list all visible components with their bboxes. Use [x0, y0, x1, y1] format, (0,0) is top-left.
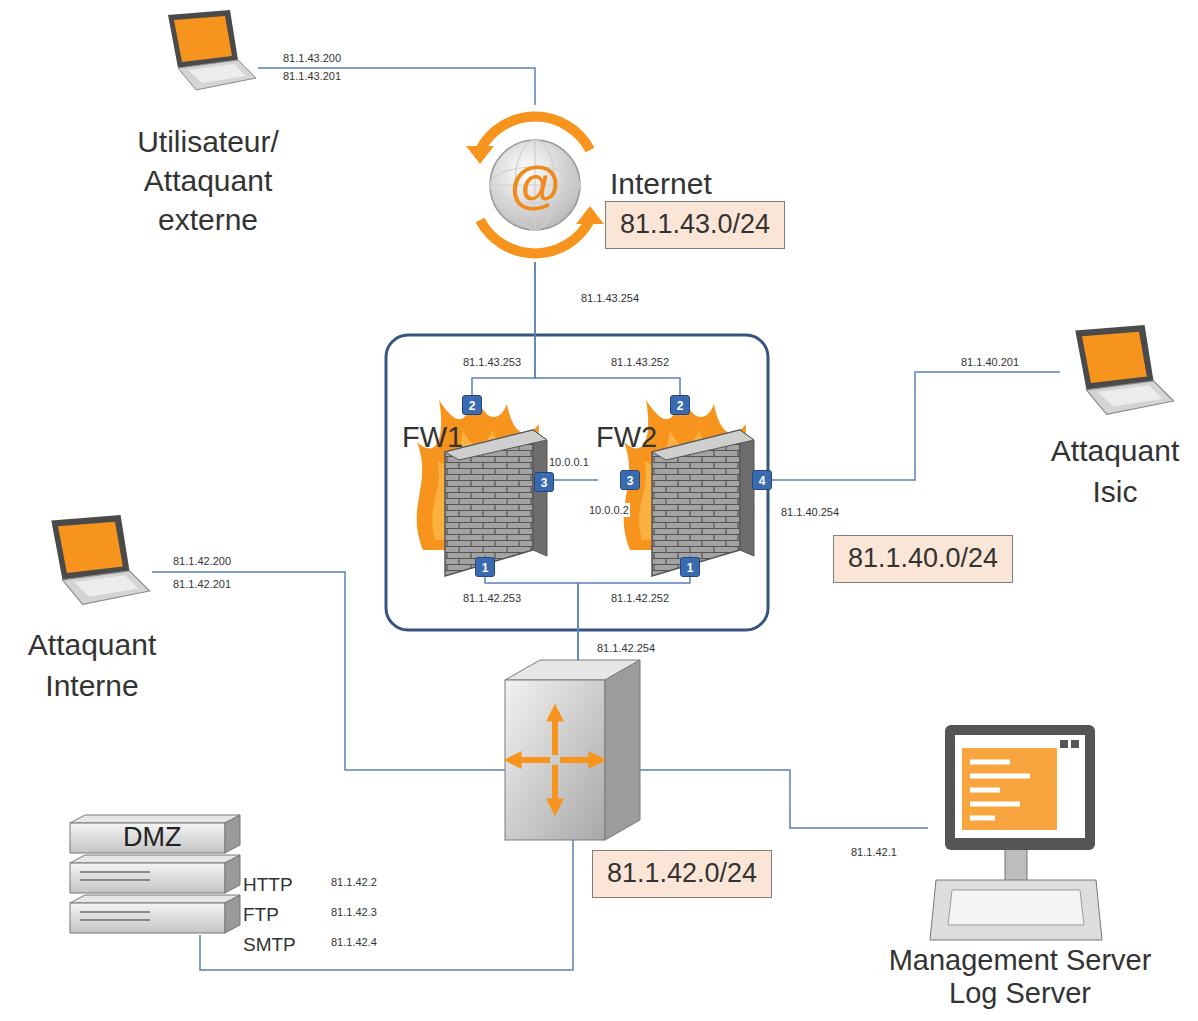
firewall: FW1	[410, 395, 550, 555]
isic-attacker-laptop: Attaquant Isic	[1060, 325, 1180, 420]
network-link	[485, 555, 578, 660]
interface-number: 3	[534, 472, 554, 492]
network-link	[640, 770, 928, 828]
ip-address: 81.1.40.254	[780, 505, 840, 519]
node-caption: Management Server Log Server	[865, 944, 1175, 1011]
interface-number: 1	[475, 557, 495, 577]
ip-address: 81.1.43.252	[610, 355, 670, 369]
ip-address: 81.1.43.253	[462, 355, 522, 369]
at-symbol: @	[510, 158, 561, 210]
dmz-server: DMZHTTPFTPSMTP	[68, 812, 238, 935]
ip-address: 81.1.42.201	[172, 577, 232, 591]
node-caption: Internet	[610, 165, 712, 203]
interface-number: 4	[752, 470, 772, 490]
ip-address: 81.1.43.254	[580, 291, 640, 305]
node-caption: FW2	[596, 419, 657, 455]
network-link	[535, 262, 680, 395]
interface-number: 3	[620, 470, 640, 490]
ip-address: 81.1.42.1	[850, 845, 898, 859]
ip-address: 81.1.40.201	[960, 355, 1020, 369]
ip-address: 81.1.42.200	[172, 554, 232, 568]
internal-attacker-laptop: Attaquant Interne	[40, 515, 152, 610]
network-link	[550, 479, 598, 481]
node-caption: SMTP	[243, 933, 296, 957]
ip-address: 10.0.0.2	[588, 503, 630, 517]
network-link	[472, 262, 535, 395]
ip-address: 81.1.42.252	[610, 591, 670, 605]
interface-number: 1	[680, 557, 700, 577]
node-caption: Utilisateur/ Attaquant externe	[108, 122, 308, 239]
ip-address: 81.1.43.201	[282, 69, 342, 83]
ip-address: 81.1.42.2	[330, 875, 378, 889]
network-link	[152, 572, 505, 770]
node-caption: Attaquant Interne	[8, 625, 176, 706]
ip-address: 10.0.0.1	[548, 455, 590, 469]
management-server: Management Server Log Server	[928, 722, 1103, 940]
subnet-label: 81.1.40.0/24	[848, 542, 998, 576]
node-caption: HTTP	[243, 873, 293, 897]
ip-address: 81.1.42.3	[330, 905, 378, 919]
router: 81.1.42.0/24	[505, 660, 640, 840]
network-link	[578, 555, 690, 660]
node-caption: FTP	[243, 903, 279, 927]
ip-address: 81.1.43.200	[282, 51, 342, 65]
ip-address: 81.1.42.254	[596, 641, 656, 655]
network-link	[200, 840, 573, 970]
node-caption: Attaquant Isic	[1025, 431, 1198, 512]
network-link	[760, 372, 1060, 480]
subnet-label: 81.1.42.0/24	[592, 850, 772, 898]
ip-address: 81.1.42.4	[330, 935, 378, 949]
interface-number: 2	[462, 395, 482, 415]
ip-address: 81.1.42.253	[462, 591, 522, 605]
interface-number: 2	[670, 395, 690, 415]
external-user-laptop: Utilisateur/ Attaquant externe	[158, 10, 258, 95]
subnet-box: 81.1.40.0/24	[833, 535, 1013, 583]
node-caption: DMZ	[123, 821, 181, 855]
subnet-label: 81.1.43.0/24	[605, 201, 785, 249]
network-link	[258, 68, 535, 105]
node-caption: FW1	[402, 419, 463, 455]
